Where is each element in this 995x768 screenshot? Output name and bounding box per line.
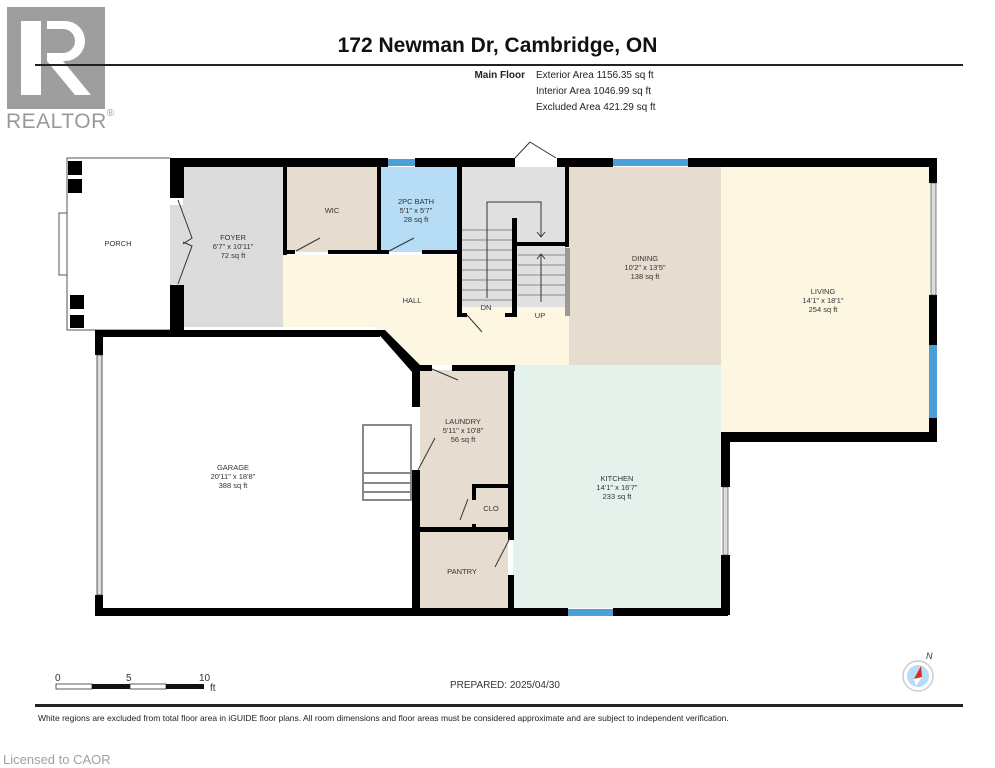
foyer-label: FOYER [220,233,246,242]
realtor-r-icon [21,21,91,95]
scale-unit: ft [210,683,216,694]
compass-icon [902,660,934,692]
bath-dims: 5'1" x 5'7" [400,206,433,215]
license-watermark: Licensed to CAOR [3,752,111,767]
porch-label: PORCH [104,239,131,248]
doors [177,141,557,568]
title-divider [35,64,963,66]
dining-area [569,167,721,365]
up-label: UP [535,311,545,320]
foyer-dims: 6'7" x 10'11" [213,242,254,251]
scale-tick-10: 10 [199,673,211,684]
dining-label: DINING [632,254,658,263]
foyer-area [183,167,283,327]
porch-outline [58,157,170,331]
living-area [721,167,930,432]
footer-divider [35,704,963,707]
foyer-door-area [170,205,184,285]
laundry-dims: 5'11" x 10'8" [443,426,484,435]
dining-dims: 10'2" x 13'5" [624,263,665,272]
realtor-wordmark: REALTOR® [6,108,115,133]
clo-label: CLO [483,504,499,513]
windows [96,159,937,616]
stair-rail [565,248,570,316]
pantry-area [420,532,508,608]
laundry-area [420,370,508,527]
compass-north: N [926,651,933,661]
wic-area [287,167,377,252]
excluded-area: Excluded Area 421.29 sq ft [536,102,656,113]
disclaimer-text: White regions are excluded from total fl… [38,713,729,723]
floor-plan: N PORCH FOYER 6'7" x 10'11" 72 sq ft WIC… [55,141,937,694]
exterior-area: Exterior Area 1156.35 sq ft [536,70,654,81]
kitchen-dims: 14'1" x 16'7" [596,483,637,492]
hall-lower-area [375,327,569,365]
bath-label: 2PC BATH [398,197,434,206]
kitchen-label: KITCHEN [601,474,634,483]
walls [95,158,937,616]
realtor-logo [7,7,105,109]
stair-arrows [486,201,546,302]
kitchen-area [513,365,721,608]
interior-area: Interior Area 1046.99 sq ft [536,86,652,97]
scale-tick-5: 5 [126,673,132,684]
living-area-text: 254 sq ft [809,305,839,314]
bath-area [381,167,457,252]
laundry-area-text: 56 sq ft [451,435,477,444]
garage-dims: 20'11" x 18'8" [211,472,256,481]
living-dims: 14'1" x 18'1" [802,296,843,305]
garage-label: GARAGE [217,463,249,472]
bath-area-text: 28 sq ft [404,215,430,224]
page-title: 172 Newman Dr, Cambridge, ON [337,34,658,57]
foyer-area-text: 72 sq ft [221,251,247,260]
hall-label: HALL [403,296,422,305]
pantry-label: PANTRY [447,567,477,576]
scale-tick-0: 0 [55,673,61,684]
scale-bar [55,683,204,690]
kitchen-area-text: 233 sq ft [603,492,633,501]
garage-steps [362,424,412,501]
garage-area-text: 388 sq ft [219,481,249,490]
dn-label: DN [481,303,492,312]
living-label: LIVING [811,287,836,296]
wic-label: WIC [325,206,340,215]
floor-label: Main Floor [474,70,525,81]
laundry-label: LAUNDRY [445,417,481,426]
dining-area-text: 138 sq ft [631,272,661,281]
prepared-date: PREPARED: 2025/04/30 [450,680,560,691]
